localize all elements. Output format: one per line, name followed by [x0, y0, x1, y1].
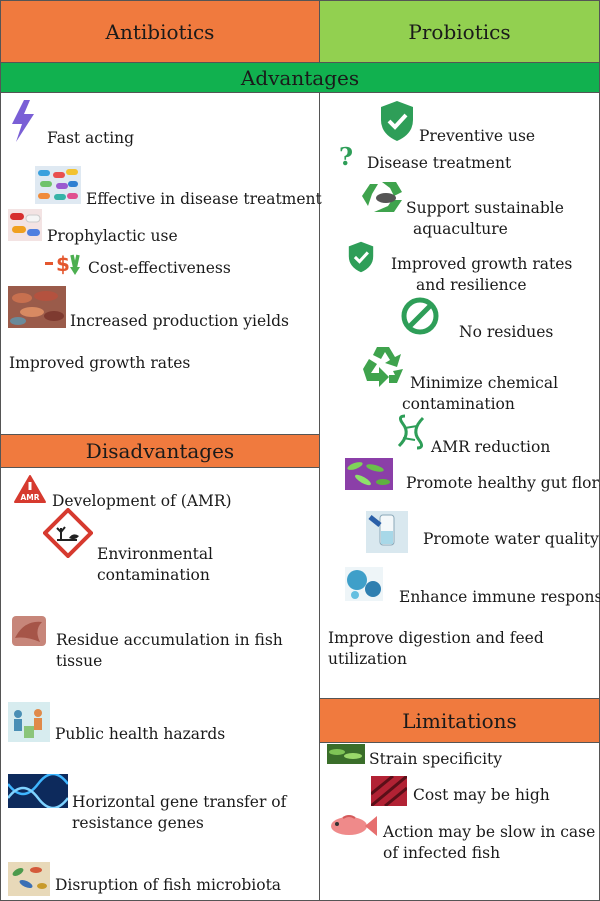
dollar-down-icon: $	[44, 251, 84, 277]
list-item: Public health hazards	[55, 725, 226, 743]
list-item-line: Environmental	[97, 545, 214, 563]
list-item: Strain specificity	[369, 750, 503, 768]
cost-icon	[371, 776, 407, 806]
list-item-line: Support sustainable	[406, 199, 564, 217]
list-item: Development of (AMR)	[52, 492, 232, 510]
water-sample-icon	[366, 511, 408, 553]
column-divider	[319, 93, 320, 901]
dna-strand-icon	[393, 414, 429, 450]
no-symbol-icon	[400, 296, 440, 336]
shield-check-icon	[379, 100, 415, 142]
list-item-line: Residue accumulation in fish	[56, 631, 283, 649]
list-item: Disruption of fish microbiota	[55, 876, 282, 894]
antibiotics-title: Antibiotics	[105, 19, 215, 44]
advantages-title: Advantages	[240, 65, 360, 90]
list-item: Effective in disease treatment	[86, 190, 322, 208]
immune-cells-icon	[345, 567, 383, 601]
list-item: No residues	[459, 323, 554, 341]
list-item: Increased production yields	[70, 312, 289, 330]
list-item-line: utilization	[328, 650, 407, 668]
list-item-line: resistance genes	[72, 814, 204, 832]
fish-farm-photo-icon	[8, 286, 66, 328]
list-item-line: Improve digestion and feed	[328, 629, 544, 647]
probiotics-header: Probiotics	[319, 0, 600, 63]
list-item-line: Action may be slow in case	[383, 823, 596, 841]
recycle-icon	[359, 343, 407, 389]
fish-icon	[327, 812, 379, 840]
svg-text:$: $	[56, 252, 70, 276]
disadvantages-header: Disadvantages	[0, 434, 320, 468]
list-item-line: Improved growth rates	[391, 255, 573, 273]
list-item: Cost may be high	[413, 786, 550, 804]
list-item: Prophylactic use	[47, 227, 178, 245]
svg-text:AMR: AMR	[20, 493, 39, 502]
list-item: Preventive use	[419, 127, 536, 145]
limitations-header: Limitations	[319, 698, 600, 743]
list-item: Promote water quality	[423, 530, 599, 548]
lightning-icon	[10, 100, 36, 142]
shield-check-icon	[347, 241, 375, 273]
list-item-line: of infected fish	[383, 844, 501, 862]
svg-text:?: ?	[339, 143, 353, 169]
amr-warning-icon: AMR	[13, 474, 47, 504]
question-icon: ?	[337, 143, 355, 169]
advantages-bar: Advantages	[0, 62, 600, 93]
capsules-icon	[8, 209, 42, 241]
microbiota-icon	[8, 862, 50, 896]
list-item: Enhance immune response	[399, 588, 600, 606]
strain-icon	[327, 744, 365, 764]
limitations-title: Limitations	[402, 708, 517, 733]
environment-hazard-icon	[43, 508, 93, 558]
antibiotics-header: Antibiotics	[0, 0, 320, 63]
list-item-line: contamination	[97, 566, 210, 584]
pills-icon	[35, 166, 81, 204]
list-item-line: aquaculture	[413, 220, 508, 238]
list-item: Promote healthy gut flora	[406, 474, 600, 492]
list-item: Disease treatment	[367, 154, 512, 172]
list-item-line: contamination	[402, 395, 515, 413]
dna-icon	[8, 774, 68, 808]
list-item-line: tissue	[56, 652, 103, 670]
list-item-line: Horizontal gene transfer of	[72, 793, 287, 811]
gut-flora-icon	[345, 458, 393, 490]
fish-tissue-icon	[12, 616, 46, 646]
list-item-line: and resilience	[416, 276, 527, 294]
list-item: Fast acting	[47, 129, 135, 147]
list-item: Improved growth rates	[9, 354, 191, 372]
disadvantages-title: Disadvantages	[85, 439, 235, 463]
list-item: Cost-effectiveness	[88, 259, 231, 277]
public-health-icon	[8, 702, 50, 742]
probiotics-title: Probiotics	[408, 19, 511, 44]
list-item-line: Minimize chemical	[410, 374, 559, 392]
recycle-fish-icon	[360, 178, 406, 216]
list-item: AMR reduction	[431, 438, 551, 456]
